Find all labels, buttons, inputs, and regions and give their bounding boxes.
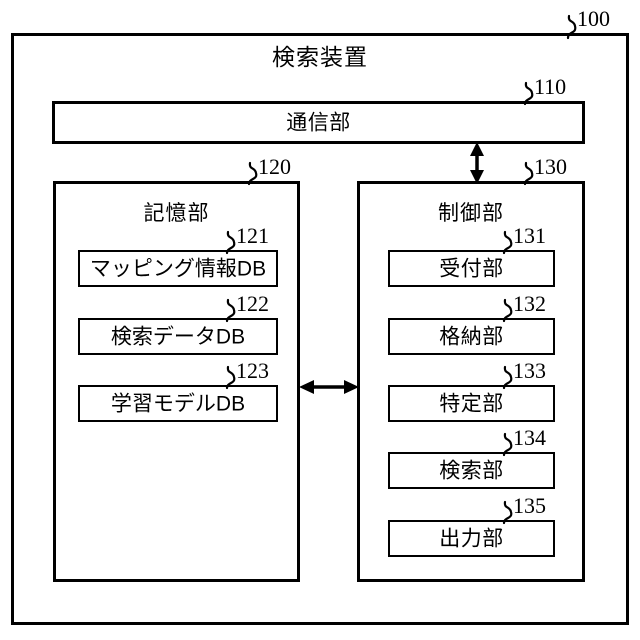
control-unit-label: 制御部 [438,202,504,225]
ref-number-121: 121 [236,223,269,248]
control-component-box-132: 格納部 [388,318,555,355]
control-component-box-134: 検索部 [388,452,555,489]
database-box-123: 学習モデルDB [78,385,278,422]
ref-number-132: 132 [513,291,546,316]
database-label-122: 検索データDB [110,325,246,348]
control-component-label-135: 出力部 [439,527,504,550]
control-unit-box: 制御部 [357,181,585,582]
ref-number-123: 123 [236,358,269,383]
ref-number-134: 134 [513,425,546,450]
ref-number-120: 120 [258,154,291,179]
communication-unit-box: 通信部 [52,101,585,144]
control-component-label-134: 検索部 [439,459,504,482]
ref-number-100: 100 [577,6,610,31]
control-component-box-135: 出力部 [388,520,555,557]
database-label-121: マッピング情報DB [89,257,267,280]
control-component-label-132: 格納部 [439,325,504,348]
ref-number-130: 130 [534,154,567,179]
device-title: 検索装置 [272,44,368,70]
database-label-123: 学習モデルDB [110,392,246,415]
ref-number-135: 135 [513,493,546,518]
control-component-box-133: 特定部 [388,385,555,422]
communication-unit-label: 通信部 [286,111,351,134]
storage-unit-box: 記憶部 [53,181,300,582]
control-component-label-133: 特定部 [439,392,504,415]
database-box-121: マッピング情報DB [78,250,278,287]
ref-number-110: 110 [534,74,567,99]
storage-unit-label: 記憶部 [143,202,210,225]
database-box-122: 検索データDB [78,318,278,355]
ref-number-133: 133 [513,358,546,383]
ref-number-122: 122 [236,291,269,316]
control-component-box-131: 受付部 [388,250,555,287]
ref-number-131: 131 [513,223,546,248]
control-component-label-131: 受付部 [439,257,504,280]
